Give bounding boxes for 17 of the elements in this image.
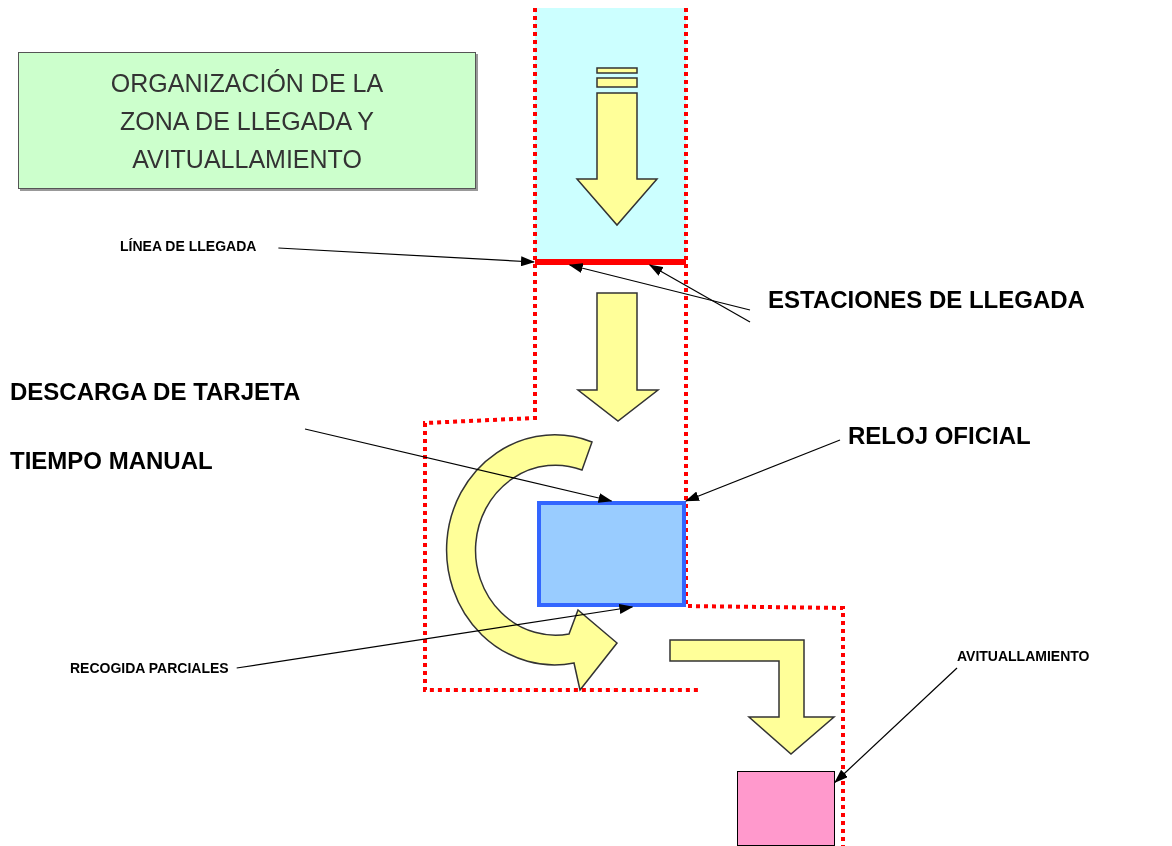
callout-label: DESCARGA DE TARJETA [10,378,301,406]
callout-label: AVITUALLAMIENTO [957,648,1090,664]
leader-line [304,428,613,503]
leader-line [236,604,634,669]
leader-line [648,264,751,323]
callout-label: LÍNEA DE LLEGADA [120,238,257,254]
refreshment-box [737,771,835,846]
leader-line [568,263,751,311]
leader-line [834,667,958,783]
timing-box [537,501,686,607]
leader-line [277,247,535,267]
callout-label: ESTACIONES DE LLEGADA [768,286,1085,314]
leader-line [685,439,841,502]
callout-label: TIEMPO MANUAL [10,447,213,475]
title-banner: ORGANIZACIÓN DE LA ZONA DE LLEGADA Y AVITUALLAMIENTO [18,52,476,189]
callout-label: RELOJ OFICIAL [848,422,1031,450]
callout-label: RECOGIDA PARCIALES [70,660,229,676]
